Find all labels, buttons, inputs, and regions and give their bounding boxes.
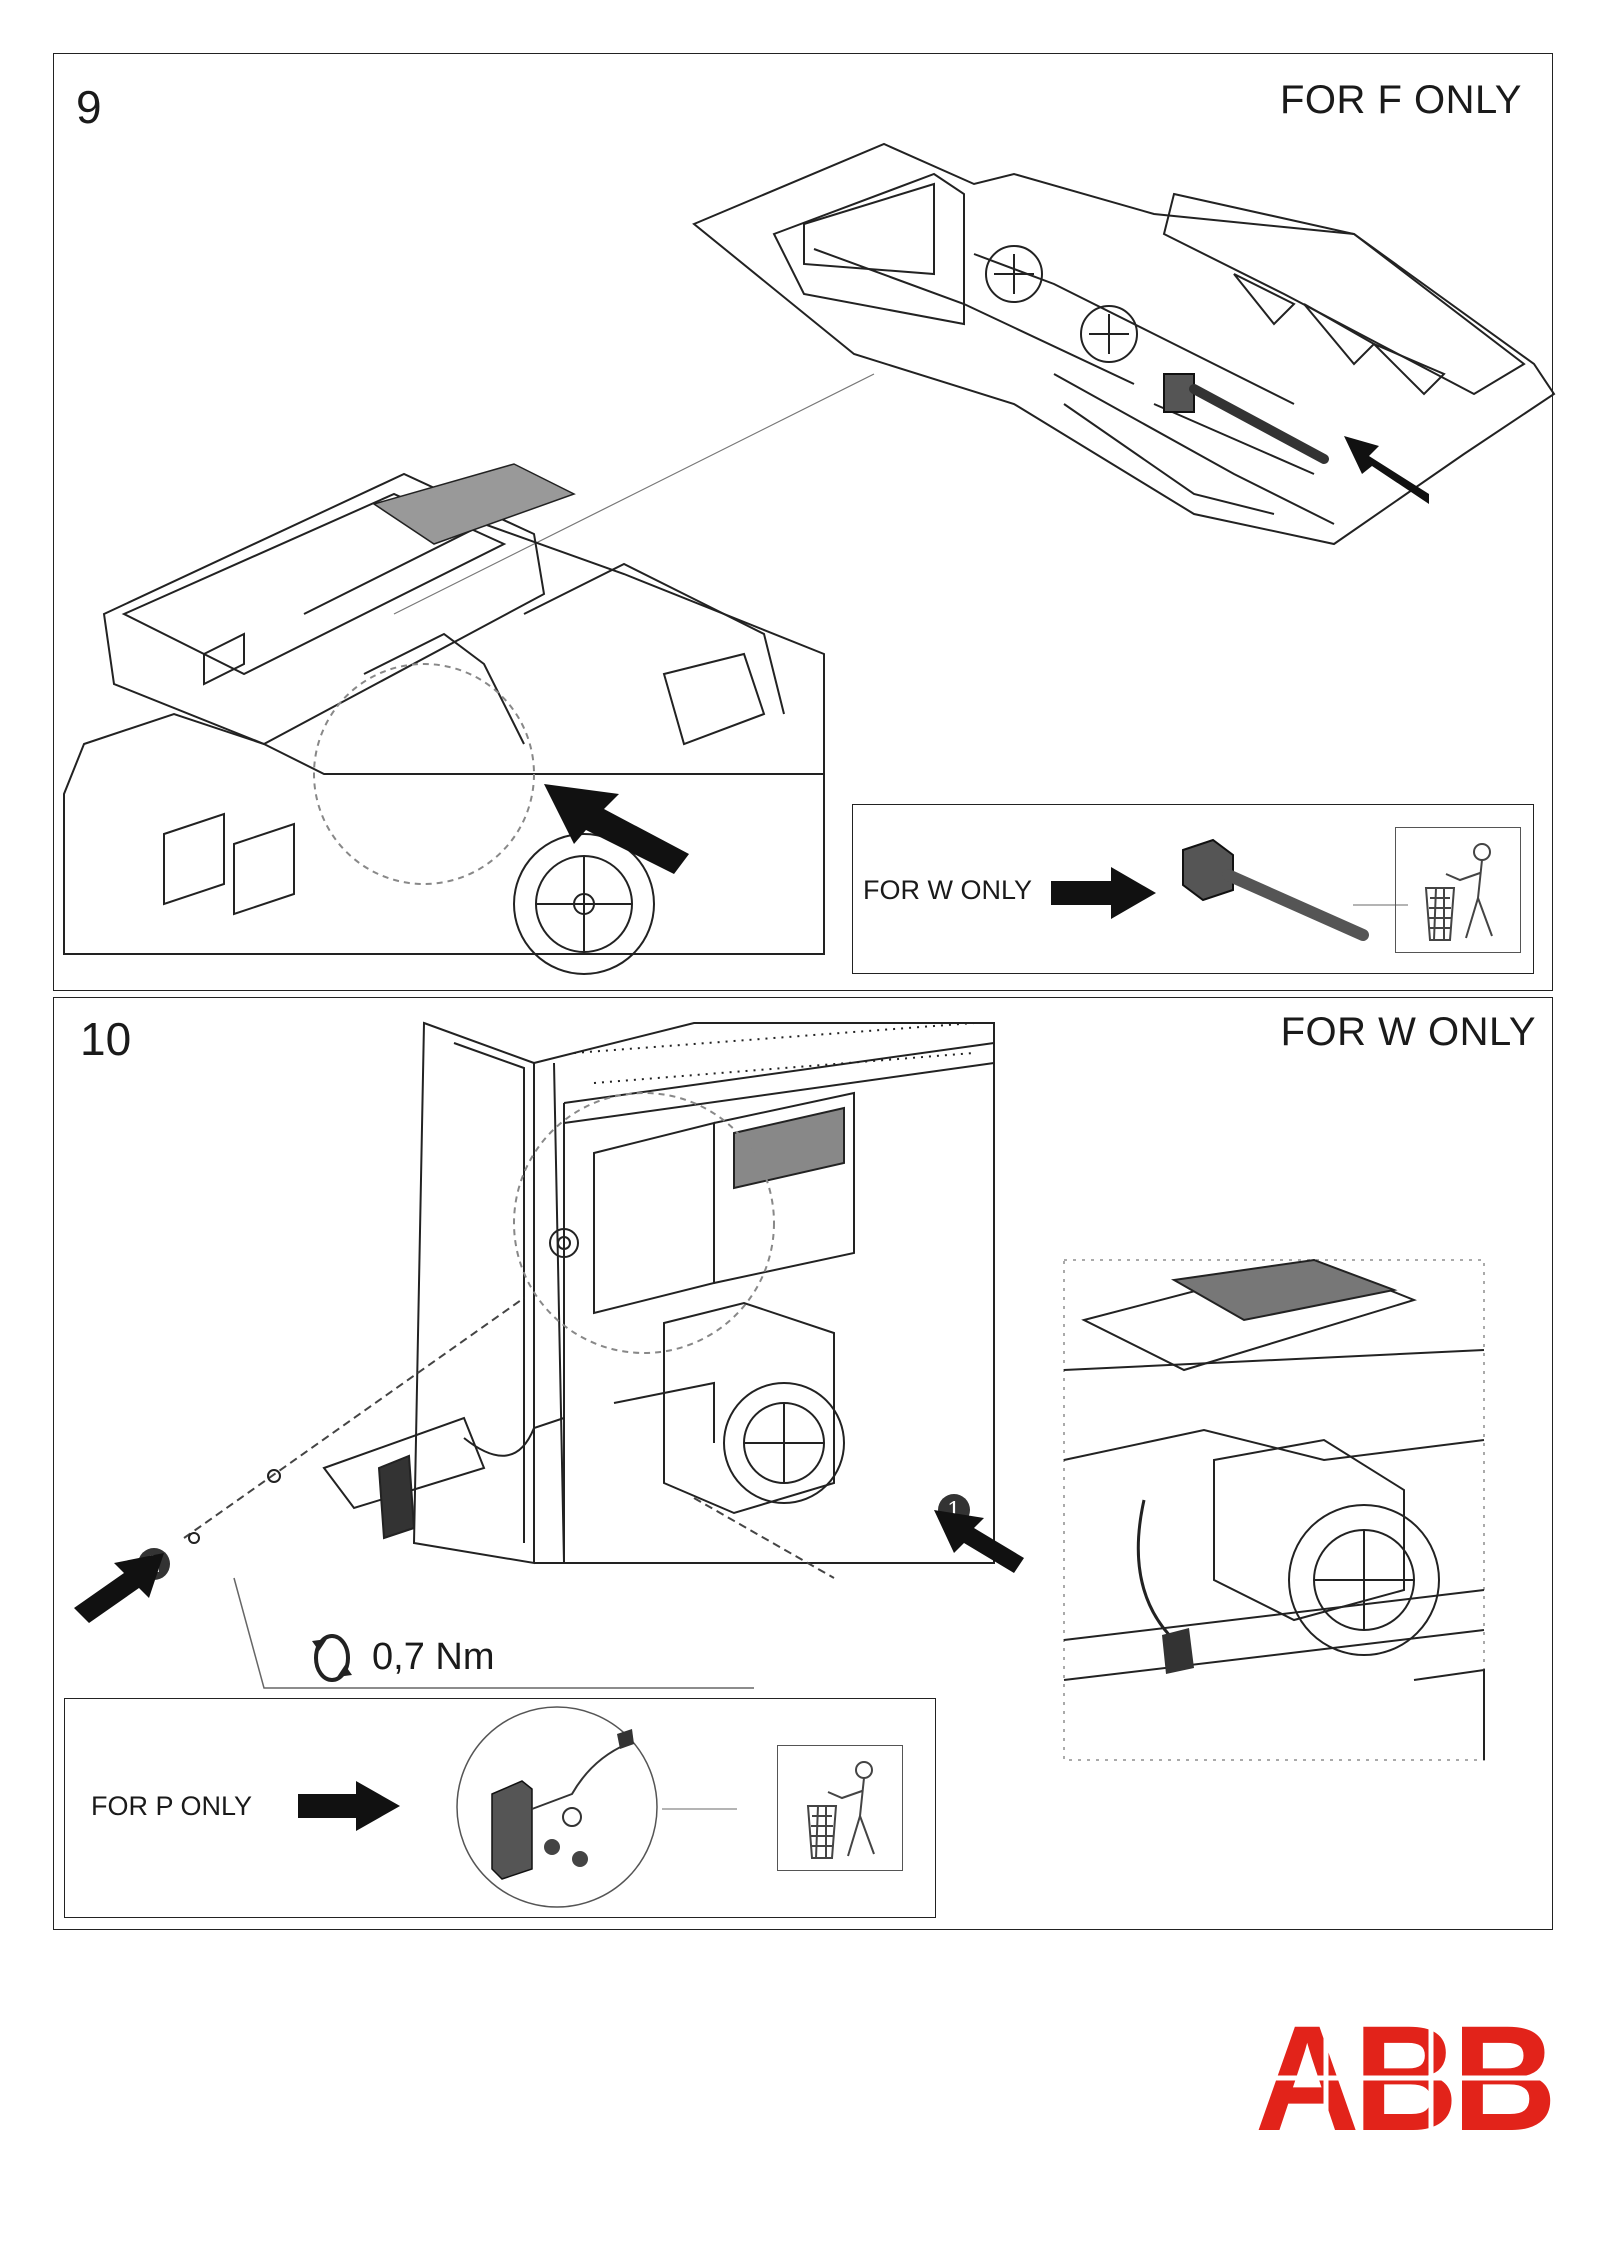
step-9-for-f-only-label: FOR F ONLY bbox=[1279, 78, 1522, 122]
step-9-terminal-block-drawing bbox=[692, 142, 1556, 546]
torque-rotation-icon bbox=[312, 1634, 352, 1682]
step-10-p-only-box: FOR P ONLY bbox=[64, 1698, 936, 1918]
push-arrow-icon bbox=[74, 1553, 164, 1623]
step-9-number: 9 bbox=[76, 81, 102, 133]
trash-bin-icon bbox=[777, 1745, 903, 1871]
push-arrow-icon-right bbox=[934, 1510, 1024, 1573]
arrow-right-icon bbox=[1051, 867, 1156, 919]
step-10-removed-parts-circle bbox=[456, 1706, 658, 1908]
arrow-right-icon bbox=[298, 1781, 400, 1831]
step-10-p-only-label: FOR P ONLY bbox=[91, 1791, 253, 1821]
step-10-assembly-drawing bbox=[412, 1021, 995, 1565]
step-9-w-only-label: FOR W ONLY bbox=[863, 875, 1033, 905]
step-10-detail-view bbox=[1063, 1258, 1485, 1761]
step-9-leader-line bbox=[1353, 904, 1408, 906]
step-9-breaker-drawing bbox=[63, 463, 825, 975]
torque-value: 0,7 Nm bbox=[372, 1636, 495, 1678]
step-10-for-w-only-label: FOR W ONLY bbox=[1280, 1010, 1536, 1054]
step-10-leader-line bbox=[662, 1808, 737, 1810]
step-10-panel: 10 FOR W ONLY bbox=[53, 997, 1553, 1930]
step-9-panel: 9 FOR F ONLY bbox=[53, 53, 1556, 991]
abb-logo: ABB bbox=[1253, 1994, 1557, 2162]
step-9-callout-line bbox=[393, 373, 875, 615]
step-9-w-only-box: FOR W ONLY bbox=[852, 804, 1534, 974]
step-10-exploded-parts: 2 1 bbox=[74, 1297, 1024, 1689]
trash-bin-icon bbox=[1395, 827, 1521, 953]
step-9-removed-pin-drawing bbox=[1182, 838, 1369, 941]
step-10-number: 10 bbox=[80, 1013, 132, 1065]
